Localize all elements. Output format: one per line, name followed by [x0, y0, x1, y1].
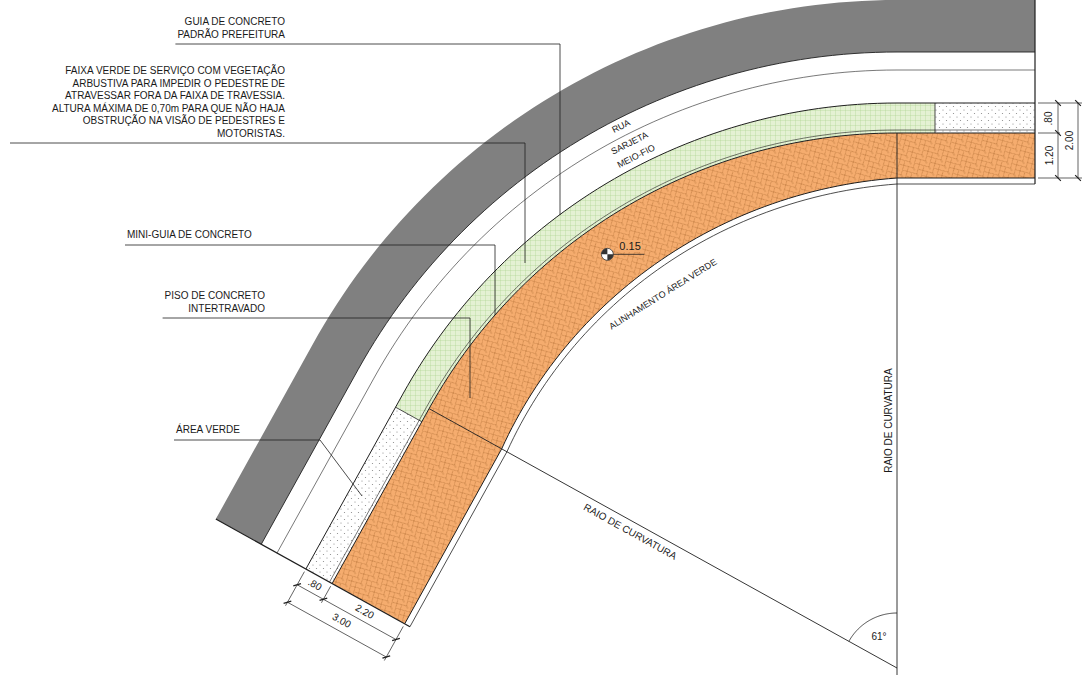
angle-arc: [849, 613, 897, 641]
dimension-tick: [293, 584, 301, 586]
level-label: 0.15: [618, 240, 641, 252]
angle-label: 61°: [871, 631, 888, 642]
level-quadrant: [601, 248, 607, 254]
callout-text: MINI-GUIA DE CONCRETO: [127, 229, 252, 242]
leader-line: [125, 245, 495, 315]
dimension-text: 2.00: [1064, 130, 1075, 151]
dimension-tick: [382, 656, 390, 658]
callout-text: ÁREA VERDE: [176, 424, 240, 437]
level-circle: [601, 248, 613, 260]
strip-end: [935, 103, 936, 133]
green-area: [935, 103, 1035, 133]
section-edge: [1034, 0, 1035, 184]
level-marker: [601, 248, 613, 260]
paver-edge: [405, 178, 1035, 624]
radius-label: RAIO DE CURVATURA: [581, 501, 679, 562]
extension-line: [1038, 178, 1082, 179]
leader-lines: [10, 44, 644, 496]
extension-line: [384, 626, 403, 660]
level-underline: [613, 254, 644, 255]
section-edge: [216, 519, 410, 627]
dimension-tick: [1075, 175, 1081, 181]
callout-text: PISO DE CONCRETO INTERTRAVADO: [135, 290, 265, 315]
dimension-text: 1.20: [1044, 145, 1055, 166]
dimension-line: [1058, 103, 1059, 178]
dimension-line: [297, 585, 396, 640]
fills: [216, 0, 1035, 624]
dimension-tick: [284, 601, 292, 603]
dimensions: [284, 100, 1082, 660]
street-edge: [261, 52, 1035, 544]
radius-label: RAIO DE CURVATURA: [883, 367, 894, 473]
extension-line: [1038, 103, 1082, 104]
leader-line: [174, 440, 362, 496]
dimension-tick: [1075, 100, 1081, 106]
dimension-tick: [392, 638, 400, 640]
radius-line: [429, 409, 897, 668]
mini-curb-line: [332, 133, 1035, 584]
edge-lines: [216, 0, 1035, 675]
radius-line: [897, 133, 898, 675]
dimension-tick: [1055, 175, 1061, 181]
leader-line: [163, 318, 470, 398]
level-quadrant: [607, 254, 613, 260]
callout-text: FAIXA VERDE DE SERVIÇO COM VEGETAÇÃO ARB…: [35, 65, 285, 140]
gutter-line: [277, 70, 1035, 553]
alignment-line: [410, 184, 1035, 627]
strip-end: [396, 407, 422, 422]
extension-line: [1038, 133, 1060, 134]
curb-line: [306, 103, 1035, 569]
mini-curb-line: [329, 130, 1035, 582]
dimension-text: .80: [1043, 110, 1054, 126]
dimension-line: [287, 602, 386, 657]
dimension-line: [1078, 103, 1079, 178]
dimension-tick: [320, 598, 328, 600]
extension-line: [321, 586, 330, 603]
dimension-tick: [1055, 100, 1061, 106]
callout-text: GUIA DE CONCRETO PADRÃO PREFEITURA: [155, 16, 285, 41]
dimension-tick: [1055, 130, 1061, 136]
extension-line: [286, 572, 305, 606]
